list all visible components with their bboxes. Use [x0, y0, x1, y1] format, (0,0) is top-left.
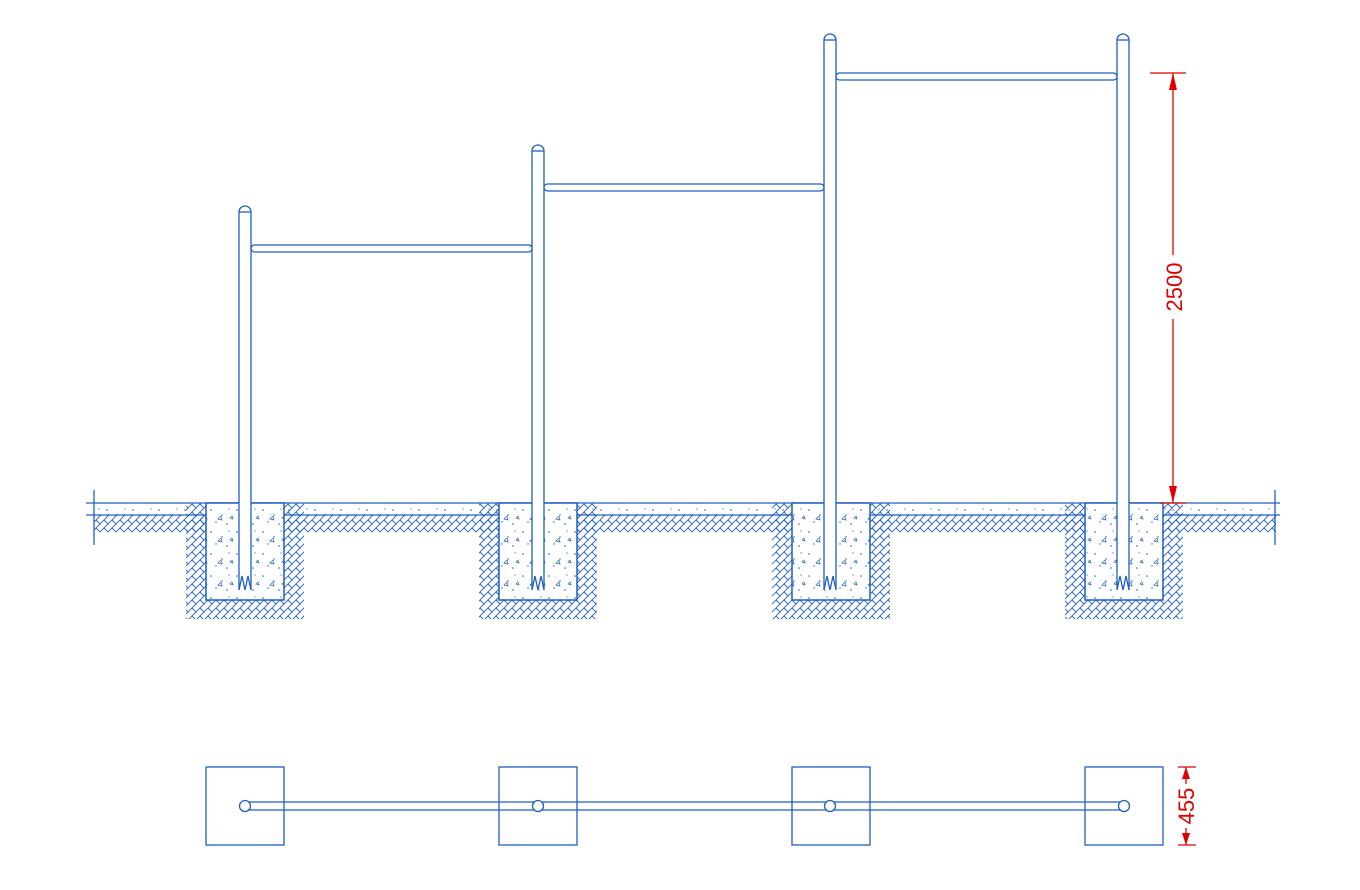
- ground-concrete-strip: [94, 503, 1276, 515]
- plan-post-1: [238, 799, 252, 813]
- plan-view: [205, 766, 1164, 846]
- plan-post-2: [531, 799, 545, 813]
- height-dimension: 2500: [1150, 72, 1187, 504]
- post-4: [1116, 33, 1130, 590]
- bar-3: [835, 72, 1118, 81]
- post-3-anchor: [823, 575, 837, 591]
- bar-2: [543, 183, 825, 192]
- footing-dimension: 455: [1174, 766, 1199, 846]
- ground-soil-band: [94, 515, 1276, 532]
- dim-arrow-top: [1169, 73, 1177, 90]
- footing-dimension-label: 455: [1174, 788, 1199, 825]
- post-3: [823, 33, 837, 590]
- dim-arrow-bottom: [1169, 486, 1177, 503]
- post-1-anchor: [238, 575, 252, 591]
- plan-post-4: [1117, 799, 1131, 813]
- post-2: [531, 144, 545, 590]
- height-dimension-label: 2500: [1162, 263, 1187, 312]
- post-4-anchor: [1116, 575, 1130, 591]
- post-2-anchor: [531, 575, 545, 591]
- post-1: [238, 205, 252, 590]
- plan-post-3: [823, 799, 837, 813]
- bar-1: [250, 244, 533, 253]
